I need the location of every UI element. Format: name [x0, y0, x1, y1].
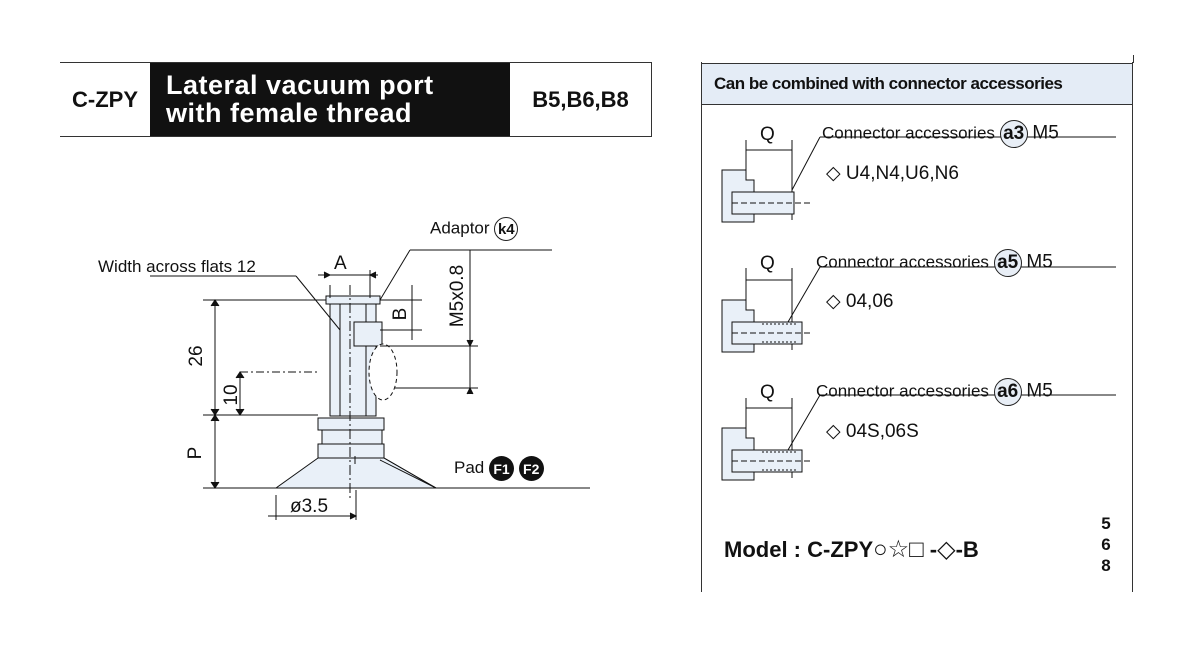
- q-label-1: Q: [760, 124, 775, 145]
- panel-top-tick: [1133, 55, 1134, 63]
- circle-icon: ○: [873, 536, 888, 563]
- accessory-a5-label: Connector accessories a5 M5: [816, 249, 1053, 277]
- size-option-8: 8: [1101, 556, 1111, 575]
- header-bottom-rule: [60, 136, 652, 137]
- adaptor-code-badge: k4: [494, 217, 519, 241]
- sizes-3: 04S,06S: [845, 421, 919, 442]
- size-option-5: 5: [1101, 514, 1111, 533]
- pad-skirt: [274, 457, 438, 489]
- accessory-code-a6: a6: [993, 378, 1022, 406]
- product-title: Lateral vacuum port with female thread: [150, 63, 510, 136]
- model-suffix: -B: [955, 537, 979, 562]
- accessory-text-1: Connector accessories: [822, 123, 995, 143]
- star-icon: ☆: [887, 536, 910, 563]
- adaptor-label: Adaptor k4: [430, 217, 519, 241]
- model-string: Model : C-ZPY○☆□ -◇-B: [724, 535, 979, 564]
- lateral-port: [368, 343, 398, 401]
- product-sizes: B5,B6,B8: [510, 63, 652, 136]
- diamond-icon: ◇: [937, 536, 956, 563]
- dim-10-label: 10: [221, 384, 242, 406]
- accessory-code-a3: a3: [999, 120, 1028, 148]
- model-dash: -: [929, 537, 938, 562]
- adaptor-text: Adaptor: [430, 218, 490, 238]
- model-label: Model :: [724, 537, 801, 562]
- square-icon: □: [909, 536, 924, 563]
- accessory-code-a5: a5: [993, 249, 1022, 277]
- model-size-options: 5 6 8: [1096, 513, 1116, 576]
- title-line-2: with female thread: [166, 98, 413, 128]
- accessory-a3-label: Connector accessories a3 M5: [822, 120, 1059, 148]
- technical-drawing: [150, 249, 590, 520]
- dim-26-label: 26: [186, 345, 207, 367]
- pad-code-f1: F1: [488, 456, 514, 481]
- diameter-label: ø3.5: [290, 496, 329, 517]
- dim-b-label: B: [390, 307, 411, 321]
- diamond-icon: ◇: [826, 421, 841, 442]
- connector-drawings: [721, 136, 1116, 481]
- thread-3: M5: [1026, 380, 1053, 402]
- accessory-text-2: Connector accessories: [816, 252, 989, 272]
- connector-a5-drawing: [721, 266, 1116, 353]
- q-label-2: Q: [760, 253, 775, 274]
- title-line-1: Lateral vacuum port: [166, 70, 434, 100]
- diamond-icon: ◇: [826, 291, 841, 312]
- model-code: C-ZPY: [807, 537, 874, 562]
- thread-label: M5x0.8: [447, 264, 468, 328]
- pad-label: Pad F1 F2: [454, 456, 544, 481]
- pad-text: Pad: [454, 457, 485, 477]
- width-across-flats-label: Width across flats 12: [98, 257, 256, 276]
- sizes-2: 04,06: [845, 291, 894, 312]
- diamond-icon: ◇: [826, 163, 841, 184]
- q-label-3: Q: [760, 382, 775, 403]
- header-top-rule: [60, 62, 652, 63]
- panel-title: Can be combined with connector accessori…: [702, 63, 1132, 105]
- thread-2: M5: [1026, 251, 1053, 273]
- sizes-1: U4,N4,U6,N6: [845, 163, 959, 184]
- thread-1: M5: [1032, 122, 1059, 144]
- sizes-row-2: ◇ 04,06: [826, 290, 893, 313]
- dim-p-label: P: [185, 446, 206, 460]
- product-code: C-ZPY: [72, 86, 138, 112]
- accessory-panel: [701, 62, 1133, 592]
- accessory-a6-label: Connector accessories a6 M5: [816, 378, 1053, 406]
- pad-code-f2: F2: [518, 456, 544, 481]
- accessory-text-3: Connector accessories: [816, 381, 989, 401]
- dim-a-label: A: [334, 253, 347, 274]
- sizes-row-1: ◇ U4,N4,U6,N6: [826, 162, 959, 185]
- size-option-6: 6: [1101, 535, 1111, 554]
- connector-a6-drawing: [721, 394, 1116, 481]
- sizes-row-3: ◇ 04S,06S: [826, 420, 919, 443]
- connector-a3-drawing: [721, 136, 1116, 223]
- adaptor-body: [329, 297, 377, 417]
